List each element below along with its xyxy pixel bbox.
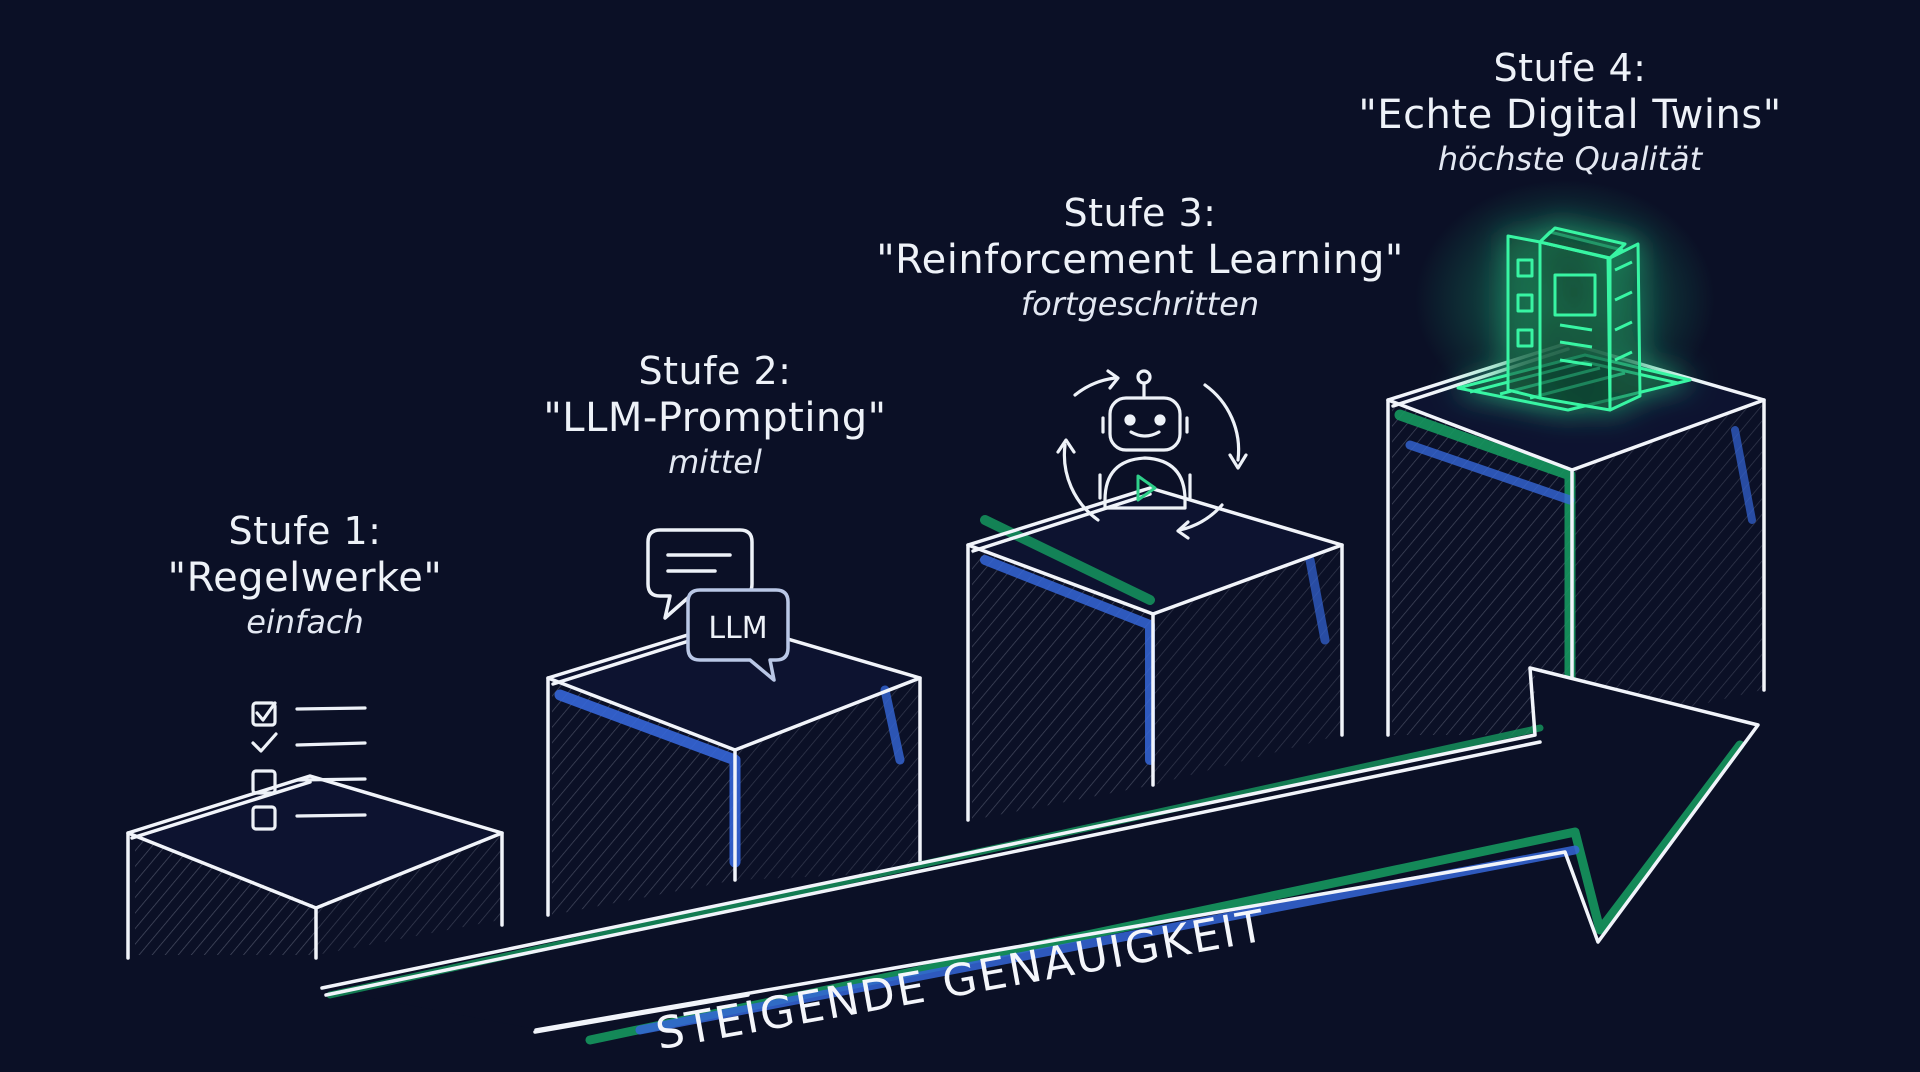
stage-3-name: "Reinforcement Learning" [876, 237, 1404, 284]
stage-4-level: höchste Qualität [1437, 140, 1703, 179]
stage-1-level: einfach [246, 603, 364, 642]
stage-3-level: fortgeschritten [1020, 285, 1260, 324]
accuracy-arrow [320, 666, 1760, 1045]
checklist-icon [251, 701, 367, 831]
stage-4-name: "Echte Digital Twins" [1358, 92, 1782, 139]
chat-bubbles-icon [646, 528, 790, 682]
digital-twin-icon [1415, 180, 1715, 420]
stage-1-title: Stufe 1: [228, 509, 382, 553]
stage-3-title: Stufe 3: [1063, 191, 1217, 235]
pedestal-1 [126, 774, 504, 960]
stage-1-label: Stufe 1: "Regelwerke" einfach [155, 508, 455, 642]
pedestal-3 [966, 486, 1344, 822]
stage-2-label: Stufe 2: "LLM-Prompting" mittel [515, 348, 915, 482]
stage-2-level: mittel [668, 443, 762, 482]
robot-cycle-icon [1056, 369, 1248, 540]
stage-4-label: Stufe 4: "Echte Digital Twins" höchste Q… [1320, 45, 1820, 179]
stage-3-label: Stufe 3: "Reinforcement Learning" fortge… [870, 190, 1410, 324]
stage-4-title: Stufe 4: [1493, 46, 1647, 90]
stage-1-name: "Regelwerke" [167, 555, 443, 602]
stage-2-title: Stufe 2: [638, 349, 792, 393]
stage-2-name: "LLM-Prompting" [543, 395, 887, 442]
chat-bubble-llm-label: LLM [708, 611, 767, 646]
pedestal-2 [546, 620, 922, 917]
